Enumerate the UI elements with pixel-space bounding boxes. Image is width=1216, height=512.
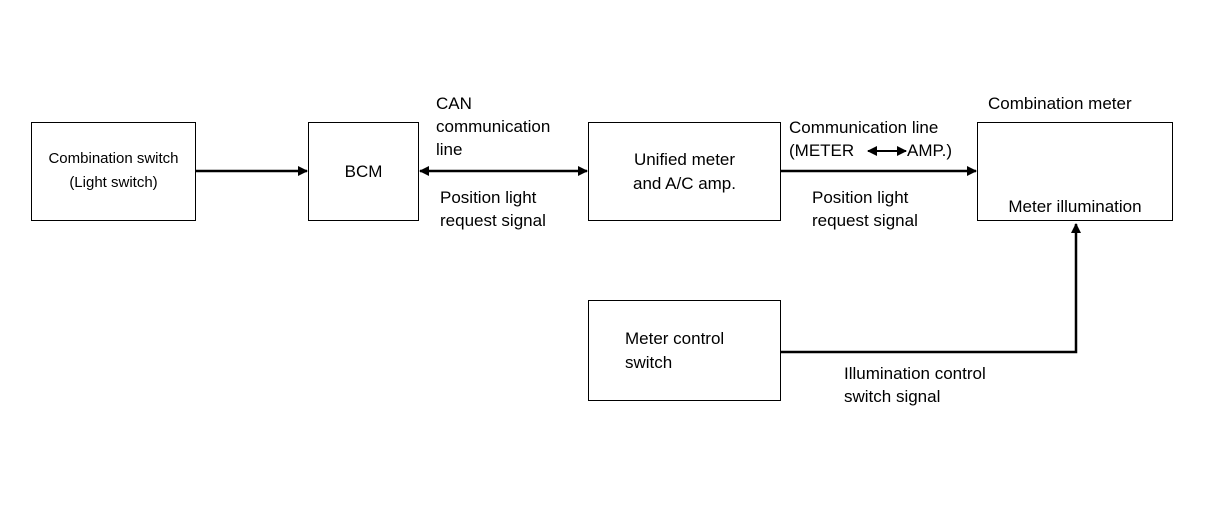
position-signal-label-2: Position light request signal xyxy=(812,186,918,232)
communication-line-text: Communication line xyxy=(789,118,939,137)
request-signal-text-1: request signal xyxy=(440,211,546,230)
can-line-label: CAN communication line xyxy=(436,92,550,161)
amp-text: AMP.) xyxy=(907,141,953,160)
meter-text: (METER xyxy=(789,141,855,160)
combination-meter-block: Meter illumination xyxy=(977,122,1173,221)
meter-amp-label: (METER xyxy=(789,139,854,162)
unified-meter-label: Unified meter xyxy=(633,150,736,169)
meter-control-switch-block: Meter control switch xyxy=(588,300,781,401)
illumination-control-text: Illumination control xyxy=(844,364,986,383)
switch-label: switch xyxy=(625,353,673,372)
position-signal-label-1: Position light request signal xyxy=(440,186,546,232)
meter-illumination-label: Meter illumination xyxy=(1008,197,1142,216)
switch-signal-text: switch signal xyxy=(844,387,941,406)
combination-switch-block: Combination switch (Light switch) xyxy=(31,122,196,221)
unified-meter-block: Unified meter and A/C amp. xyxy=(588,122,781,221)
bcm-label: BCM xyxy=(344,162,383,181)
communication-text: communication xyxy=(436,117,551,136)
communication-line-label: Communication line xyxy=(789,116,938,139)
combination-meter-title: Combination meter xyxy=(988,94,1132,113)
position-light-text-2: Position light xyxy=(812,188,909,207)
arrow-control-to-meter xyxy=(781,223,1081,354)
amp-text-wrap: AMP.) xyxy=(907,139,952,162)
combination-switch-label: Combination switch xyxy=(48,150,179,167)
can-text: CAN xyxy=(436,94,472,113)
position-light-text-1: Position light xyxy=(440,188,537,207)
light-switch-label: (Light switch) xyxy=(69,174,158,191)
meter-control-label: Meter control xyxy=(625,329,725,348)
line-text: line xyxy=(436,140,463,159)
illumination-signal-label: Illumination control switch signal xyxy=(844,362,986,408)
ac-amp-label: and A/C amp. xyxy=(632,174,736,193)
request-signal-text-2: request signal xyxy=(812,211,918,230)
bcm-block: BCM xyxy=(308,122,419,221)
